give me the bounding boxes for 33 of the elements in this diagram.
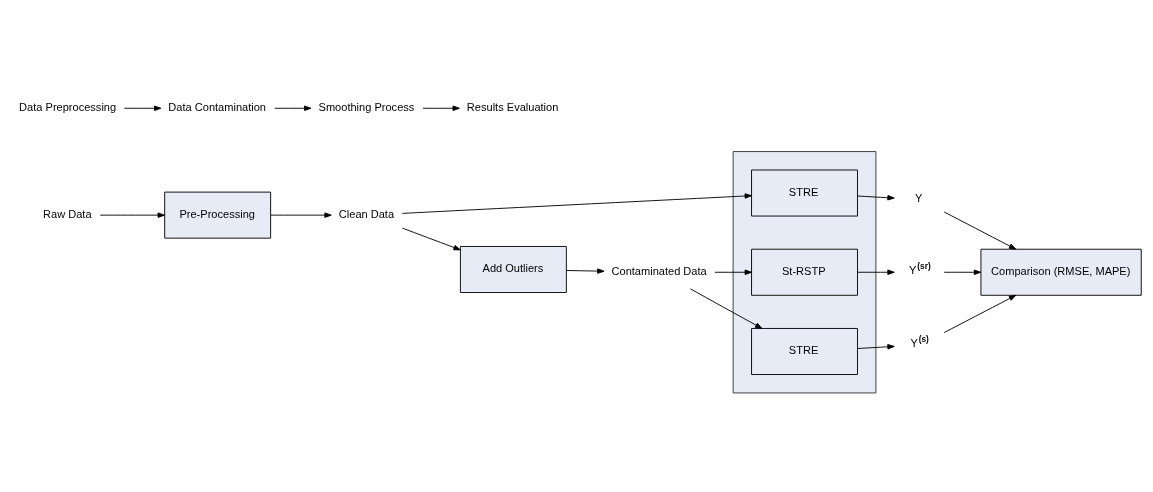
cluster [732,151,877,394]
node-box: Comparison (RMSE, MAPE) [980,248,1142,296]
arrow [422,105,460,111]
node-text: Data Preprocessing [19,101,117,114]
node-box: Pre-Processing [164,191,272,239]
arrow [943,269,982,275]
arrow [123,105,162,111]
arrow [401,193,752,214]
node-text: Y$^{(sr)}$ [909,261,931,277]
node-text: Y [915,192,923,205]
node-text: Results Evaluation [466,101,559,114]
node-text: Smoothing Process [318,101,415,114]
node-text: Raw Data [43,207,92,220]
arrow [857,344,895,350]
arrow [857,269,895,275]
arrow [565,268,605,274]
arrow [270,212,332,218]
arrow [274,105,312,111]
arrow [402,227,461,251]
arrow [714,269,752,275]
arrow [857,195,895,201]
arrow [943,211,1017,250]
arrow [99,212,165,218]
node-text: Clean Data [338,207,395,220]
node-box: STRE [751,169,858,217]
node-box: St-RSTP [751,248,858,296]
arrow [943,294,1017,333]
node-box: STRE [751,328,858,375]
node-text: Contaminated Data [611,265,707,278]
node-text: Data Contamination [168,101,267,114]
node-text: Y$^{(s)}$ [910,333,929,349]
arrow [689,288,763,329]
node-box: Add Outliers [459,246,567,293]
